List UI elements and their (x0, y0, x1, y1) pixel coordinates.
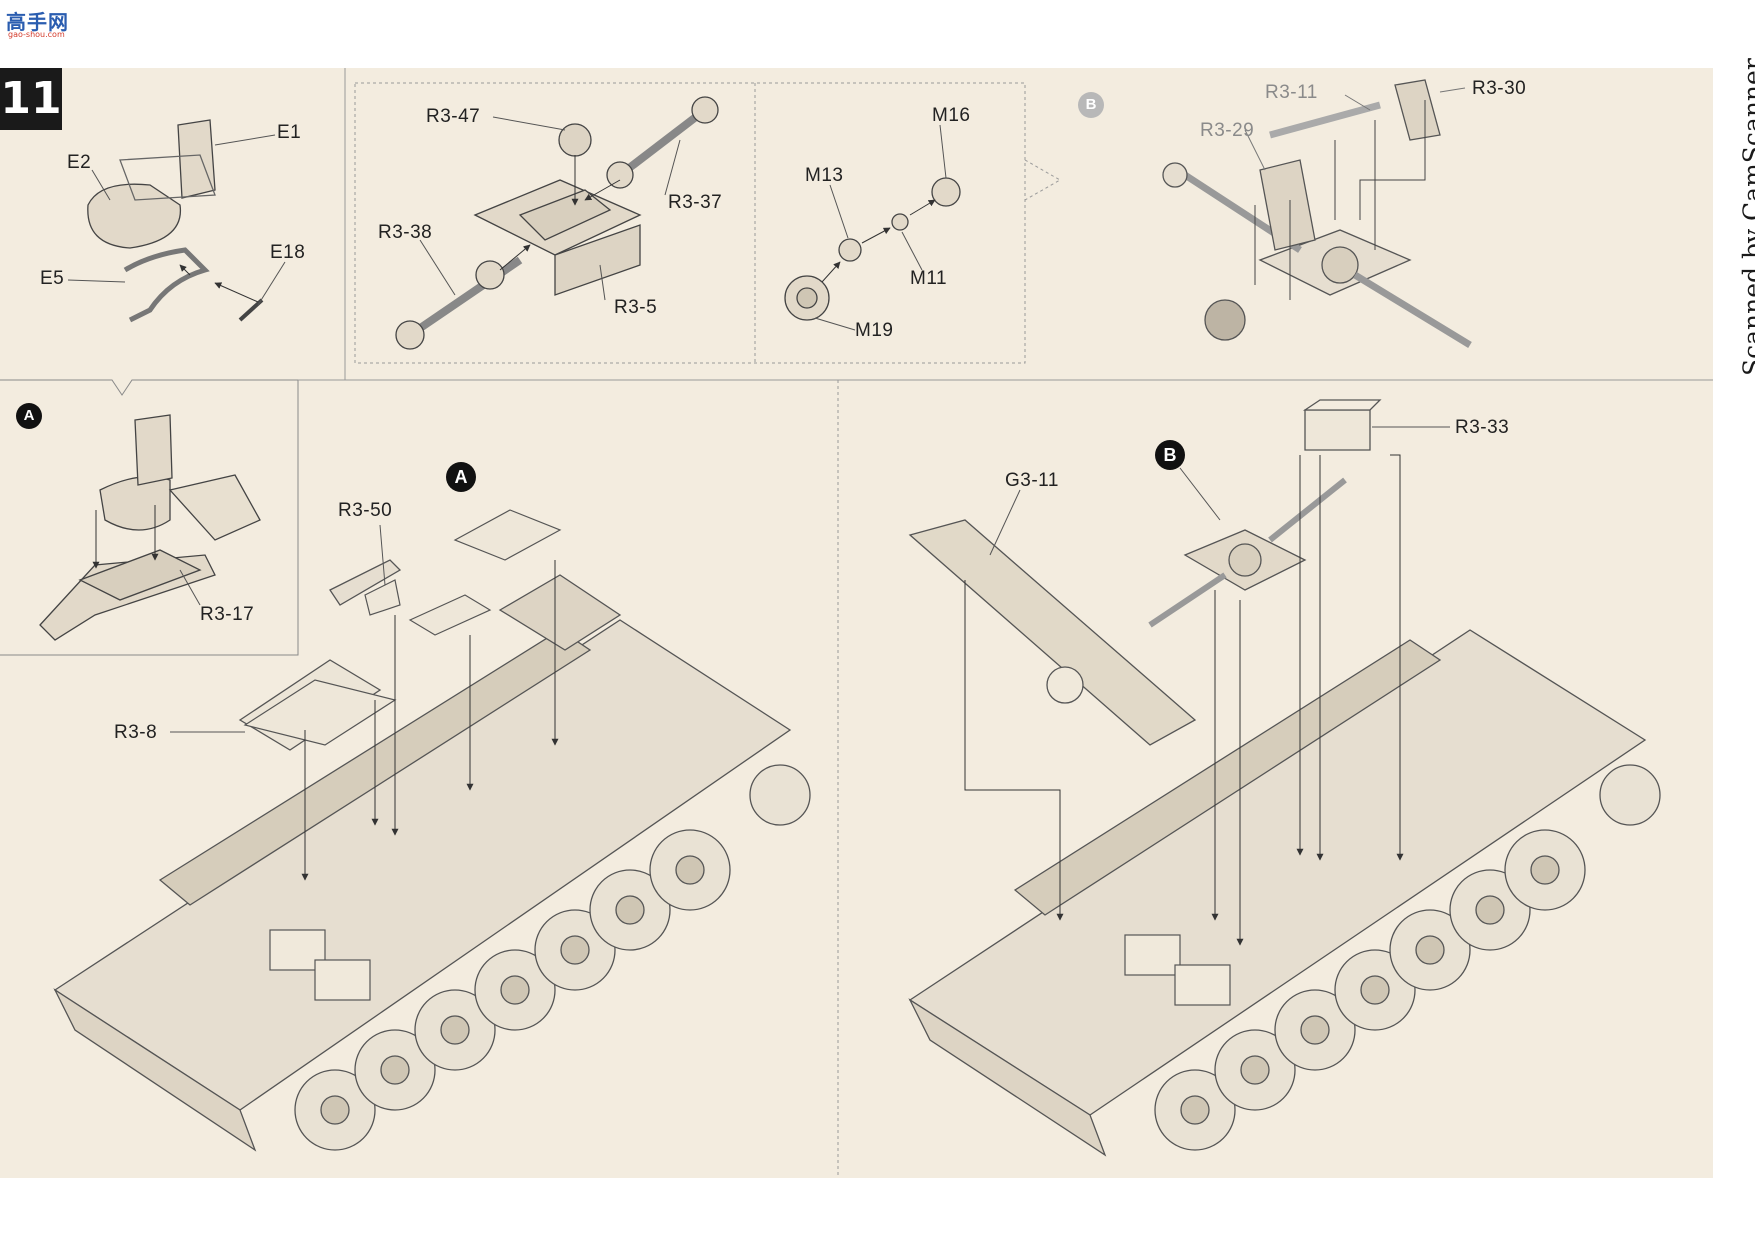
part-label-r3-17: R3-17 (200, 604, 255, 625)
step-number: 11 (0, 68, 62, 130)
panel-borders (0, 68, 1713, 1178)
part-label-r3-37: R3-37 (668, 192, 723, 213)
part-label-e5: E5 (40, 268, 65, 289)
logo-text: 高手网 (6, 10, 69, 34)
hull-right-battery (1124, 934, 1231, 1006)
part-label-r3-5: R3-5 (614, 297, 658, 318)
part-label-m11: M11 (910, 268, 948, 289)
part-label-r3-30: R3-30 (1472, 78, 1527, 99)
callout-b-hull: B (1155, 440, 1185, 470)
logo-subtitle: gao-shou.com (8, 30, 65, 39)
driveshaft-drawing (395, 96, 719, 350)
part-label-g3-11: G3-11 (1005, 470, 1059, 491)
part-label-r3-8: R3-8 (114, 722, 158, 743)
hull-right-gearbox (1148, 399, 1382, 628)
hull-left-battery (269, 929, 371, 1001)
callout-a-hull: A (446, 462, 476, 492)
subassembly-a-drawing (39, 414, 261, 641)
part-label-m16: M16 (932, 105, 971, 126)
wheel-drawing (784, 177, 961, 321)
part-label-m19: M19 (855, 320, 894, 341)
hull-right-plate (908, 519, 1197, 746)
part-label-r3-33: R3-33 (1455, 417, 1510, 438)
subassembly-b-drawing (1162, 79, 1472, 348)
part-label-r3-38: R3-38 (378, 222, 433, 243)
part-label-e2: E2 (67, 152, 92, 173)
hull-left-wheels (294, 764, 811, 1151)
hull-right-wheels (1154, 764, 1661, 1151)
part-label-r3-11: R3-11 (1265, 82, 1318, 103)
hull-left-panels (243, 509, 562, 746)
part-label-e18: E18 (270, 242, 306, 263)
site-logo: 高手网 gao-shou.com (6, 6, 70, 40)
callout-a-panel: A (16, 403, 42, 429)
callout-b-faded: B (1078, 92, 1104, 118)
hull-right-drawing (908, 629, 1647, 1157)
part-label-r3-50: R3-50 (338, 500, 393, 521)
part-label-e1: E1 (277, 122, 302, 143)
part-label-r3-47: R3-47 (426, 106, 481, 127)
part-label-r3-29: R3-29 (1200, 120, 1255, 141)
part-label-m13: M13 (805, 165, 844, 186)
seat-drawing (87, 119, 264, 323)
